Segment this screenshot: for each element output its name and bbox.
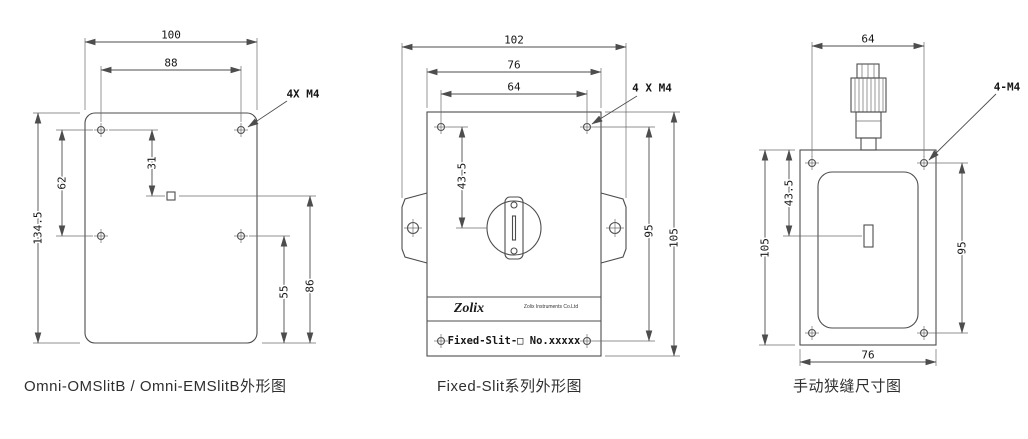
screw-hole [234, 123, 248, 137]
dim-body-height: 105 [605, 111, 682, 357]
dim-body-height: 105 [757, 149, 795, 346]
dim-body-width: 76 [799, 347, 937, 366]
dim-hole-spacing-x: 88 [100, 55, 242, 122]
dim-hole-spacing-y: 62 [54, 129, 93, 237]
dim-hole-spacing-y: 95 [594, 126, 657, 342]
dim-text: 95 [643, 224, 656, 237]
micrometer-head [850, 63, 887, 151]
dim-text: 43.5 [456, 163, 469, 190]
slit-assembly [486, 196, 542, 260]
omni-slit-drawing: 100 88 134.5 62 31 [30, 27, 321, 344]
caption-omni-slit: Omni-OMSlitB / Omni-EMSlitB外形图 [24, 378, 287, 395]
screw-hole [917, 156, 931, 170]
brand-subtext: Zolix Instruments Co.Ltd [524, 304, 578, 310]
caption-fixed-slit: Fixed-Slit系列外形图 [437, 378, 583, 395]
thread-callout: 4-M4 [928, 79, 1022, 161]
dim-text: 64 [507, 81, 521, 94]
dim-text: 86 [304, 279, 317, 292]
thread-label: 4-M4 [994, 81, 1021, 94]
right-flange [600, 192, 627, 264]
dim-text: 95 [956, 241, 969, 254]
dim-hole-spacing-x: 64 [811, 31, 925, 157]
dim-text: 76 [507, 59, 520, 72]
screw-hole [94, 229, 108, 243]
slit-aperture [511, 215, 517, 241]
thread-callout: 4 X M4 [591, 80, 674, 125]
dim-text: 64 [861, 33, 875, 46]
left-flange [401, 192, 428, 264]
fixed-slit-drawing: Zolix Zolix Instruments Co.Ltd Fixed-Sli… [401, 32, 682, 357]
screw-hole [234, 229, 248, 243]
dim-total-height: 134.5 [30, 112, 80, 344]
dim-text: 31 [146, 156, 159, 169]
dim-hole-spacing-y: 95 [931, 162, 970, 334]
dim-body-width: 76 [426, 57, 602, 108]
screw-hole [94, 123, 108, 137]
dim-text: 76 [861, 349, 874, 362]
slit-aperture [863, 224, 874, 248]
caption-manual-slit: 手动狭缝尺寸图 [793, 378, 902, 395]
dim-bottom-to-center: 86 [179, 195, 318, 344]
dim-outer-width: 100 [84, 27, 258, 110]
dim-text: 43.5 [783, 180, 796, 207]
body-outline [84, 112, 258, 344]
manual-slit-drawing: 64 105 43.5 95 76 [757, 31, 1022, 366]
thread-label: 4X M4 [286, 88, 319, 101]
dim-text: 105 [668, 228, 681, 248]
screw-hole [580, 120, 594, 134]
dim-text: 102 [504, 34, 524, 47]
dim-overall-width: 102 [401, 32, 627, 198]
dim-text: 105 [759, 238, 772, 258]
dim-center-offset: 43.5 [781, 149, 862, 237]
thread-label: 4 X M4 [632, 82, 672, 95]
dim-text: 62 [56, 176, 69, 189]
dim-text: 55 [278, 285, 291, 298]
screw-hole [917, 326, 931, 340]
screw-hole [580, 334, 594, 348]
screw-hole [434, 120, 448, 134]
screw-hole [434, 334, 448, 348]
screw-hole [805, 156, 819, 170]
thread-callout: 4X M4 [247, 86, 321, 128]
dim-center-offset: 31 [109, 129, 165, 197]
model-text: Fixed-Slit-□ No.xxxxx [448, 335, 581, 347]
dim-hole-spacing-x: 64 [440, 79, 588, 120]
screw-hole [805, 326, 819, 340]
dim-text: 134.5 [32, 211, 45, 244]
title-block: Zolix Zolix Instruments Co.Ltd Fixed-Sli… [427, 296, 601, 347]
slit-aperture [166, 191, 176, 201]
body-outline [426, 111, 602, 357]
dim-center-offset: 43.5 [448, 126, 487, 229]
inner-plate [817, 171, 919, 329]
technical-drawings: 100 88 134.5 62 31 [30, 27, 1022, 366]
dim-text: 100 [161, 29, 181, 42]
brand-logo: Zolix [453, 301, 484, 316]
dim-text: 88 [164, 57, 177, 70]
